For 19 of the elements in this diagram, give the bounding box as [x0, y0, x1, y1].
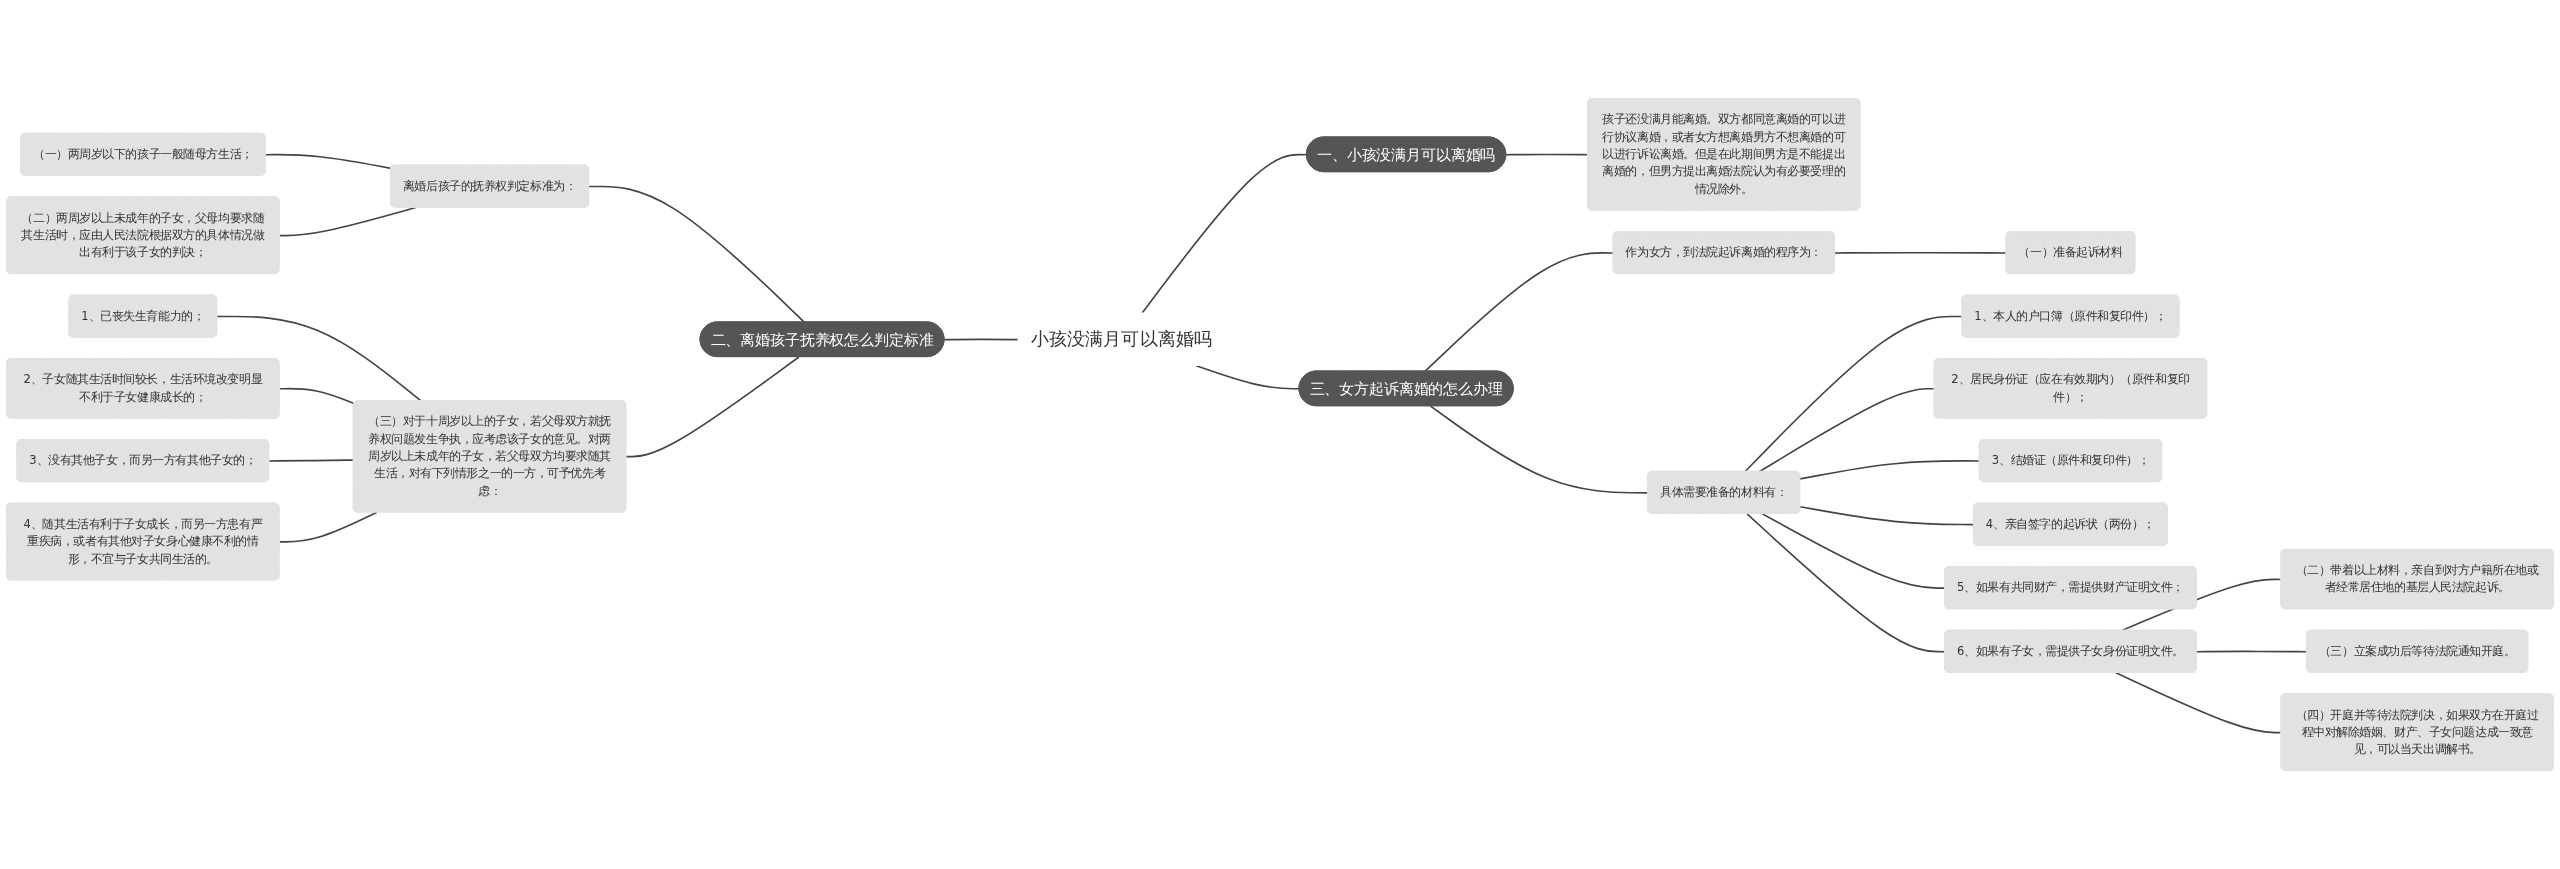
node-text: 小孩没满月可以离婚吗 [1030, 328, 1213, 350]
connector [1429, 405, 1649, 494]
connector [1833, 251, 2008, 254]
connector [268, 459, 355, 462]
connector [278, 387, 355, 405]
connector [943, 338, 1020, 341]
connector [278, 511, 378, 543]
connector [1746, 512, 1946, 653]
connector [216, 315, 422, 402]
connector [1799, 460, 1981, 480]
connector [1195, 364, 1301, 390]
connector [1761, 512, 1946, 589]
connector [2195, 650, 2308, 653]
connector [1505, 153, 1589, 156]
connector [264, 153, 392, 170]
connector [625, 356, 800, 458]
connector [1758, 387, 1936, 473]
connector [1799, 505, 1975, 526]
connector [1140, 153, 1308, 315]
